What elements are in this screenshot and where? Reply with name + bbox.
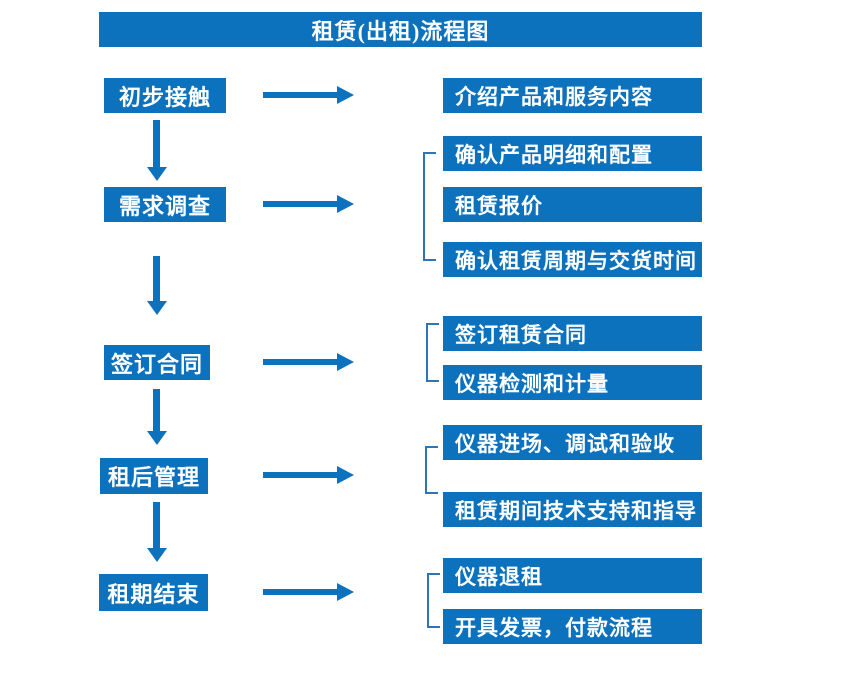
stage-box-initial-contact: 初步接触 bbox=[104, 78, 226, 113]
group-bracket bbox=[426, 323, 439, 382]
stage-label: 需求调查 bbox=[118, 193, 211, 219]
detail-box-instrument-testing: 仪器检测和计量 bbox=[443, 365, 702, 400]
arrow-down-icon bbox=[153, 120, 160, 167]
stage-box-post-rental-management: 租后管理 bbox=[100, 458, 208, 494]
detail-box-instrument-entry-acceptance: 仪器进场、调试和验收 bbox=[443, 425, 702, 460]
detail-box-sign-rental-contract: 签订租赁合同 bbox=[443, 316, 702, 351]
detail-label: 确认租赁周期与交货时间 bbox=[455, 248, 697, 273]
detail-box-confirm-product-details: 确认产品明细和配置 bbox=[443, 136, 702, 171]
detail-box-invoice-payment: 开具发票，付款流程 bbox=[443, 609, 702, 644]
detail-box-rental-quote: 租赁报价 bbox=[443, 187, 702, 222]
arrow-right-icon bbox=[263, 472, 337, 478]
arrow-right-icon bbox=[263, 92, 337, 98]
detail-box-confirm-period-delivery: 确认租赁周期与交货时间 bbox=[443, 242, 702, 277]
title-banner: 租赁(出租)流程图 bbox=[99, 12, 702, 47]
arrow-down-icon bbox=[153, 502, 160, 548]
group-bracket bbox=[425, 446, 438, 494]
detail-label: 签订租赁合同 bbox=[455, 322, 587, 347]
arrow-down-icon bbox=[153, 389, 160, 431]
stage-label: 租期结束 bbox=[107, 581, 200, 607]
group-bracket bbox=[423, 152, 436, 261]
group-bracket bbox=[427, 573, 440, 628]
stage-label: 签订合同 bbox=[110, 351, 203, 377]
stage-box-demand-survey: 需求调查 bbox=[104, 187, 226, 222]
detail-label: 开具发票，付款流程 bbox=[455, 615, 653, 640]
page-title: 租赁(出租)流程图 bbox=[311, 18, 490, 44]
detail-box-instrument-return: 仪器退租 bbox=[443, 558, 702, 593]
detail-label: 租赁期间技术支持和指导 bbox=[455, 498, 697, 523]
detail-label: 介绍产品和服务内容 bbox=[455, 84, 653, 109]
detail-label: 仪器退租 bbox=[455, 564, 543, 589]
detail-label: 确认产品明细和配置 bbox=[455, 142, 653, 167]
detail-label: 仪器进场、调试和验收 bbox=[455, 431, 675, 456]
arrow-right-icon bbox=[263, 201, 337, 207]
detail-box-introduce-products: 介绍产品和服务内容 bbox=[443, 78, 702, 113]
stage-box-sign-contract: 签订合同 bbox=[104, 345, 210, 380]
arrow-right-icon bbox=[263, 359, 337, 365]
arrow-down-icon bbox=[153, 256, 160, 301]
detail-label: 仪器检测和计量 bbox=[455, 371, 609, 396]
arrow-right-icon bbox=[263, 589, 337, 595]
stage-label: 初步接触 bbox=[118, 84, 211, 110]
stage-box-rental-end: 租期结束 bbox=[99, 574, 208, 611]
detail-label: 租赁报价 bbox=[455, 193, 543, 218]
stage-label: 租后管理 bbox=[107, 465, 200, 490]
detail-box-tech-support: 租赁期间技术支持和指导 bbox=[443, 492, 702, 527]
